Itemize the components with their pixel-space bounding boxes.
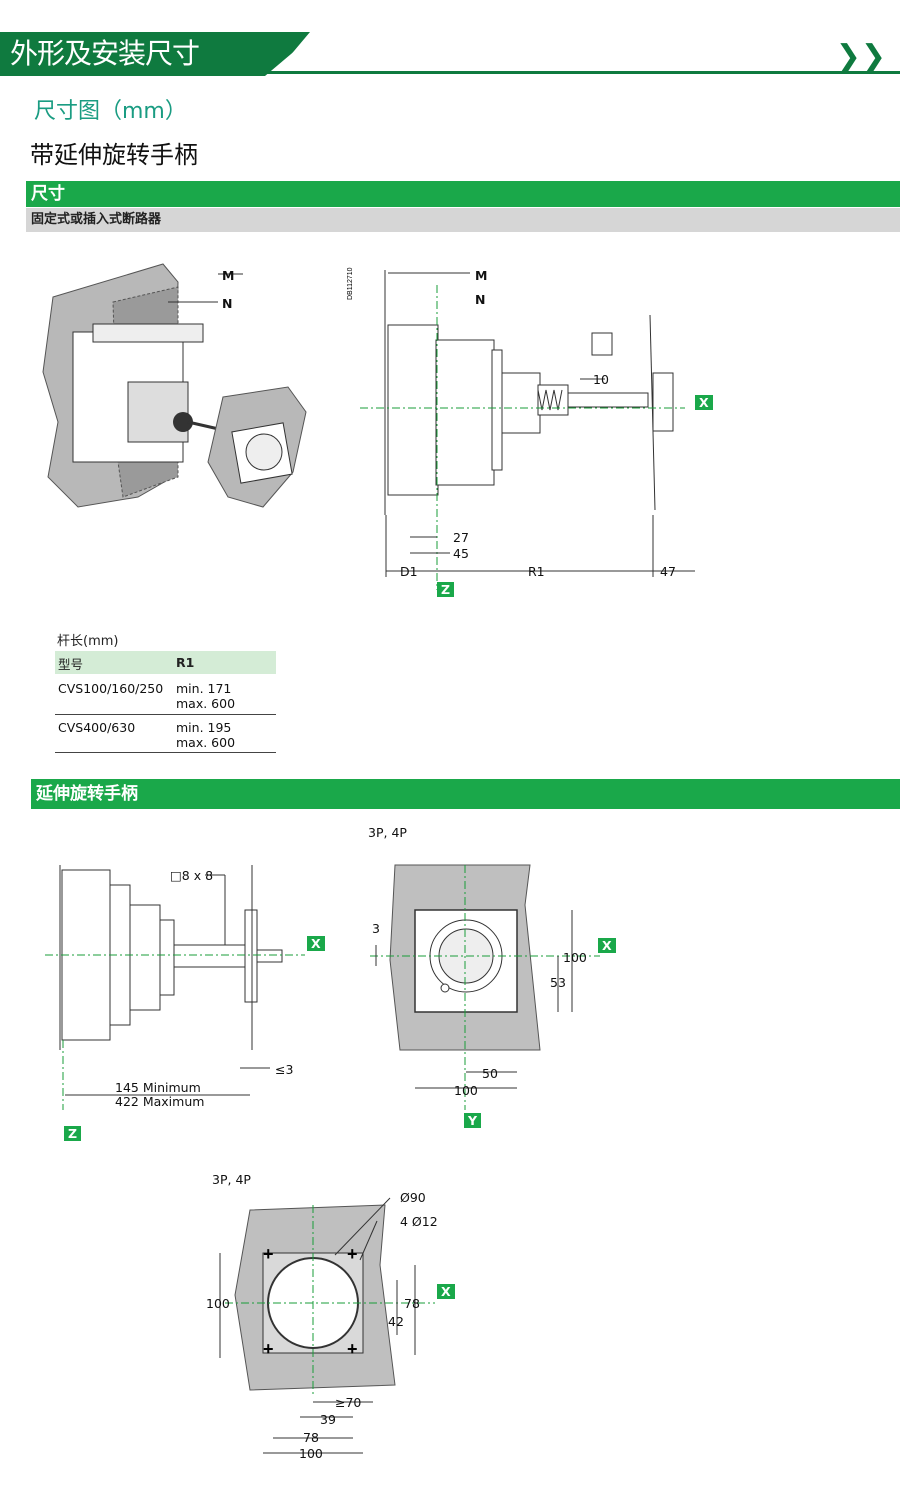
svg-text:+: + <box>263 1244 274 1264</box>
row-divider <box>55 714 276 715</box>
dim-27: 27 <box>453 530 469 545</box>
dim-le3: ≤3 <box>275 1062 294 1077</box>
handle-front-view <box>370 864 600 1110</box>
dim-422-max: 422 Maximum <box>115 1094 205 1109</box>
drawing-ref-code: DB112710 <box>347 267 354 300</box>
row1-max: max. 600 <box>176 696 236 711</box>
dim-100-vertical: 100 <box>563 950 587 965</box>
dim-100-vertical-cutout: 100 <box>206 1296 230 1311</box>
dim-10: 10 <box>593 372 609 387</box>
extended-handle-side-view <box>45 865 305 1110</box>
label-m: M <box>475 268 488 283</box>
dim-53: 53 <box>550 975 566 990</box>
drawing4-caption: 3P, 4P <box>212 1172 251 1187</box>
dimension-unit-heading: 尺寸图（mm） <box>34 99 187 124</box>
dim-47: 47 <box>660 564 676 579</box>
svg-text:+: + <box>263 1339 274 1359</box>
dim-45: 45 <box>453 546 469 561</box>
header-model: 型号 <box>58 657 84 672</box>
breaker-3d-illustration <box>42 263 307 508</box>
product-heading: 带延伸旋转手柄 <box>30 141 198 169</box>
label-n-3d: N <box>222 296 233 311</box>
side-view-drawing: DB112710 <box>347 267 695 590</box>
svg-text:+: + <box>347 1244 358 1264</box>
label-n: N <box>475 292 486 307</box>
rod-table-title: 杆长(mm) <box>57 634 119 649</box>
title-banner <box>0 32 262 76</box>
dim-3: 3 <box>372 921 380 936</box>
axis-y-badge: Y <box>464 1113 482 1128</box>
dim-100-horizontal: 100 <box>454 1083 478 1098</box>
dim-phi90: Ø90 <box>400 1190 426 1205</box>
row2-model: CVS400/630 <box>58 720 136 735</box>
dim-ge70: ≥70 <box>335 1395 362 1410</box>
axis-z-badge-2: Z <box>64 1126 82 1141</box>
axis-x-badge-3: X <box>598 938 616 953</box>
dim-145-min: 145 Minimum <box>115 1080 201 1095</box>
dim-d1: D1 <box>400 564 418 579</box>
row2-min: min. 195 <box>176 720 232 735</box>
table-bottom-rule <box>55 752 276 753</box>
cutout-drilling-view: + + + + <box>219 1197 435 1454</box>
dim-42: 42 <box>388 1314 404 1329</box>
dim-78-vertical: 78 <box>404 1296 420 1311</box>
header-r1: R1 <box>176 655 195 670</box>
row1-min: min. 171 <box>176 681 232 696</box>
row2-max: max. 600 <box>176 735 236 750</box>
shaft-size-label: □8 x 8 <box>170 868 214 883</box>
title-rule <box>262 71 900 74</box>
dim-r1: R1 <box>528 564 545 579</box>
page-title: 外形及安装尺寸 <box>10 37 200 70</box>
drawing3-caption: 3P, 4P <box>368 825 407 840</box>
dim-39: 39 <box>320 1412 336 1427</box>
svg-text:+: + <box>347 1339 358 1359</box>
next-chevron-icon[interactable]: ❯❯ <box>835 39 886 74</box>
axis-x-badge: X <box>695 395 713 410</box>
section-dimensions-subtitle: 固定式或插入式断路器 <box>26 208 900 232</box>
title-banner-slant <box>255 32 310 76</box>
row1-model: CVS100/160/250 <box>58 681 164 696</box>
section-extended-handle-bar: 延伸旋转手柄 <box>31 779 900 809</box>
dim-4phi12: 4 Ø12 <box>400 1214 438 1229</box>
axis-z-badge: Z <box>437 582 455 597</box>
label-m-3d: M <box>222 268 235 283</box>
dim-50: 50 <box>482 1066 498 1081</box>
dim-78-horizontal: 78 <box>303 1430 319 1445</box>
axis-x-badge-4: X <box>437 1284 455 1299</box>
section-dimensions-bar: 尺寸 <box>26 181 900 207</box>
axis-x-badge-2: X <box>307 936 325 951</box>
dim-100-horizontal-cutout: 100 <box>299 1446 323 1461</box>
rod-table-header: 型号 R1 <box>55 651 276 674</box>
